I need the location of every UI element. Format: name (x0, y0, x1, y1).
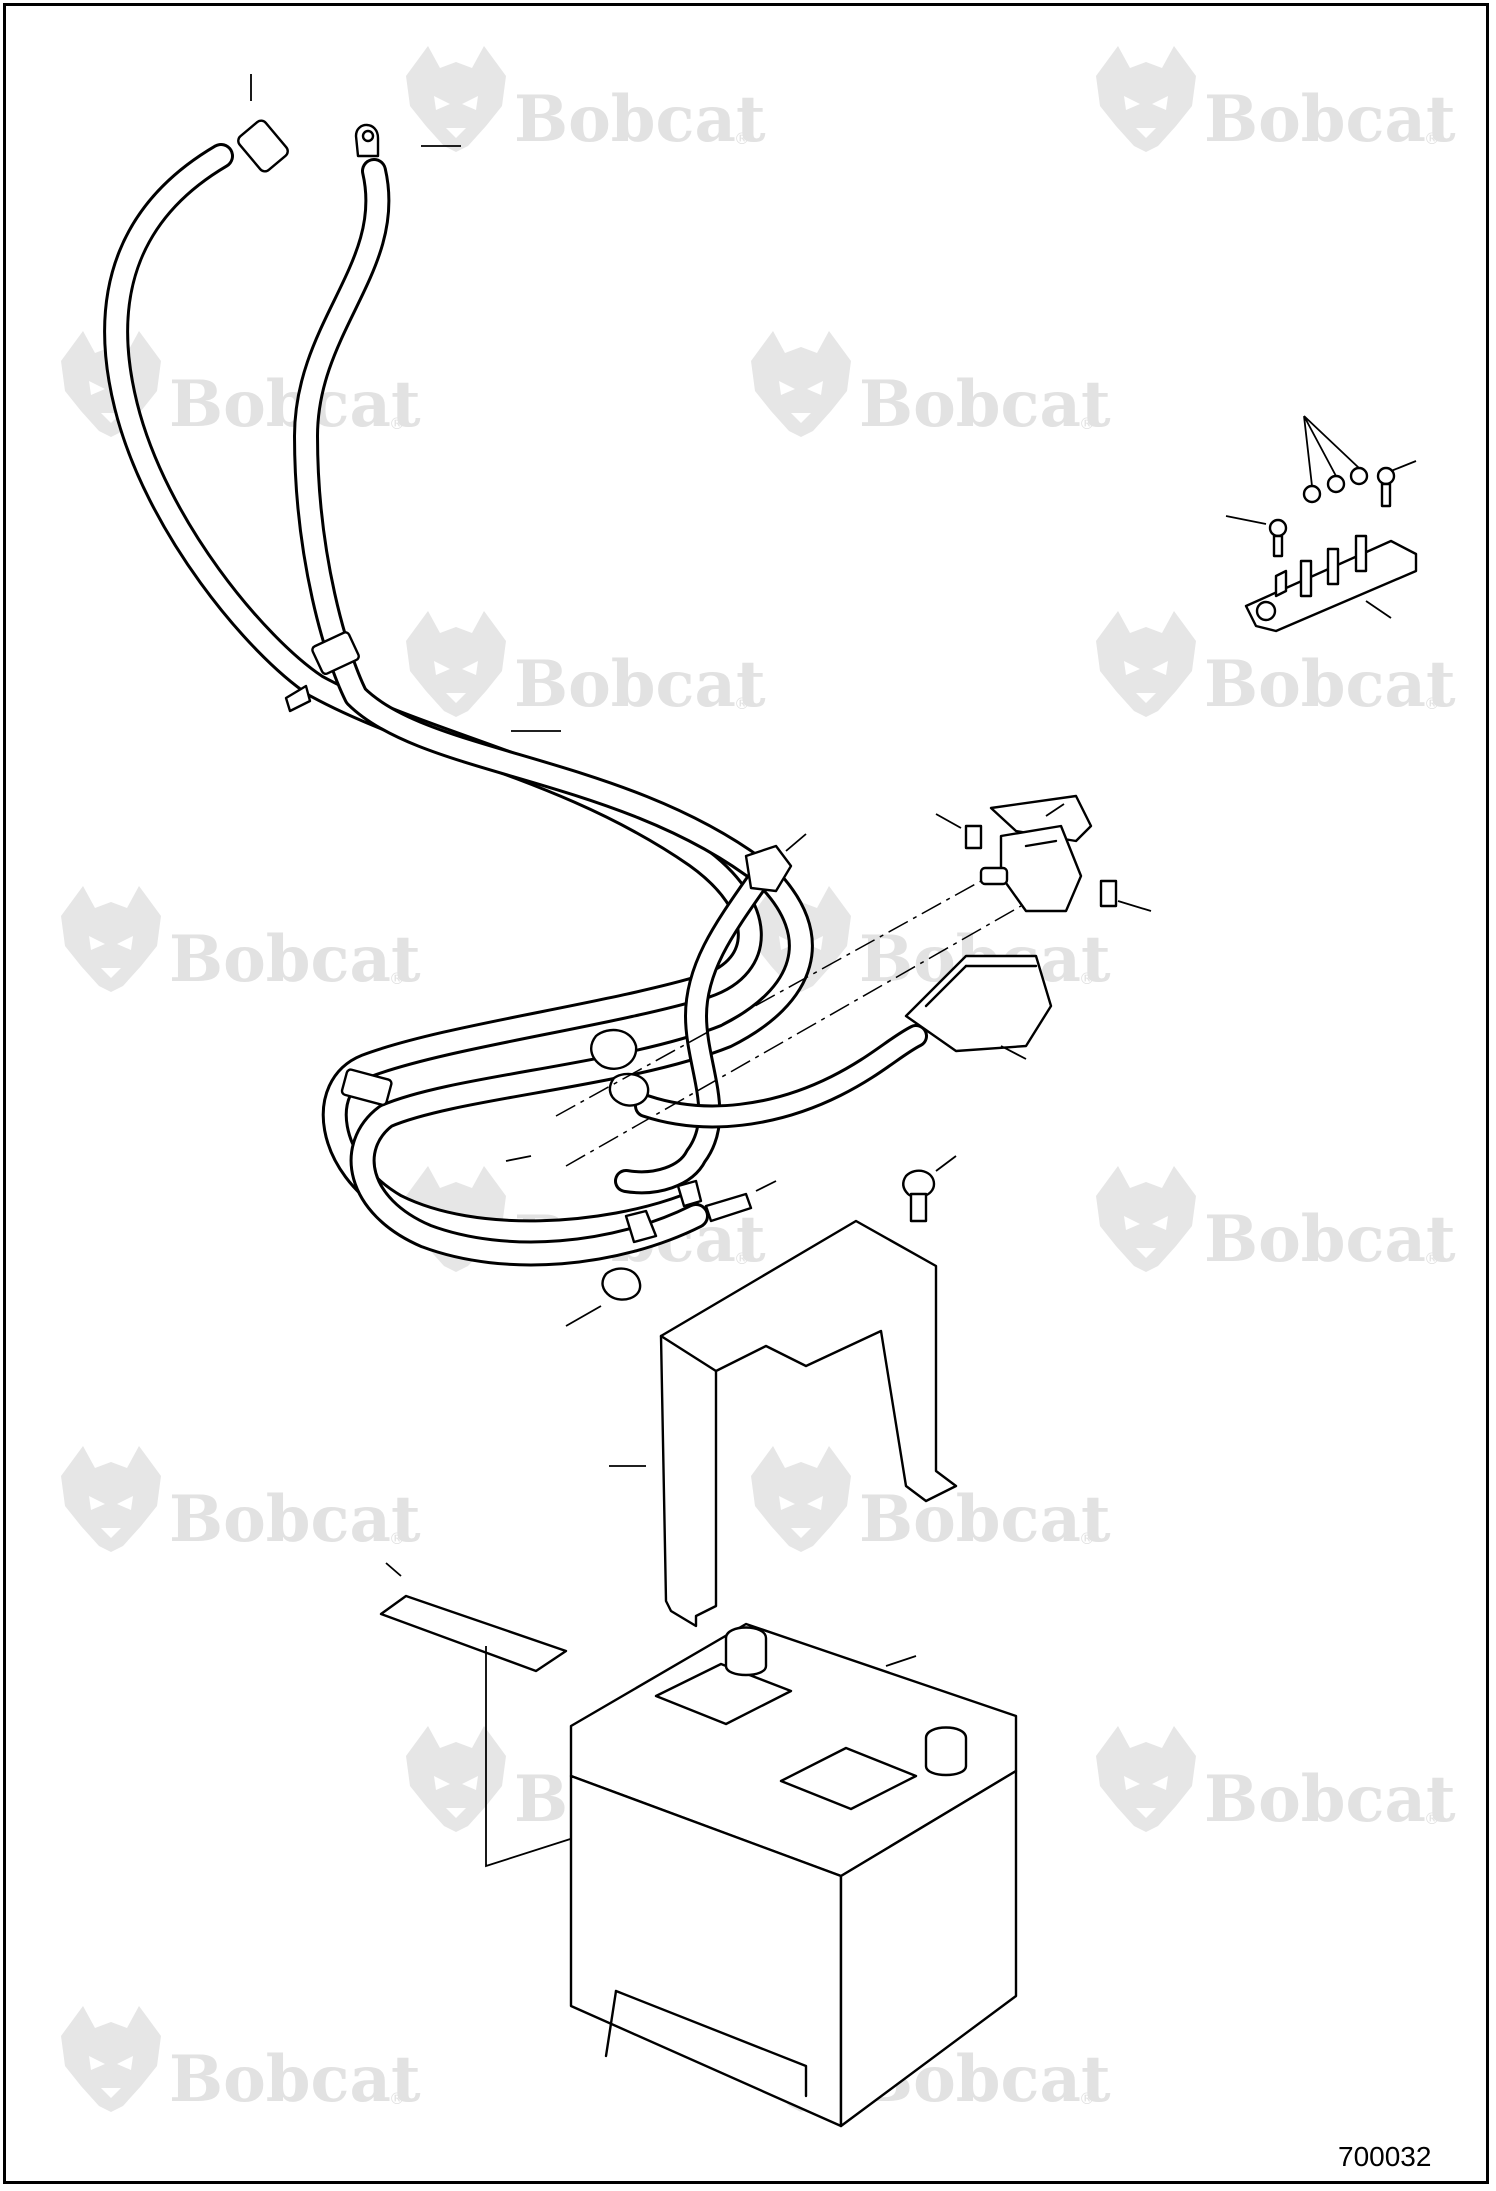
terminal-block (1244, 534, 1418, 633)
watermark-mark: ® (1424, 1809, 1440, 1828)
battery-cable-harness (103, 119, 928, 1267)
watermark-brand: Bobcat (169, 922, 421, 997)
watermark-mark: ® (734, 694, 750, 713)
self-tap-screws (964, 824, 1118, 908)
bobcat-head-logo-icon (406, 611, 506, 717)
watermark-mark: ® (1079, 414, 1095, 433)
watermark-brand: Bobcat (169, 2042, 421, 2117)
relay-bracket (979, 794, 1093, 913)
watermark-tile: Bobcat ® (1096, 611, 1456, 722)
watermark-tile: Bobcat ® (751, 1446, 1111, 1557)
bobcat-head-logo-icon (751, 1446, 851, 1552)
watermark-mark: ® (1424, 1249, 1440, 1268)
assembly-lines (555, 880, 1022, 1167)
bobcat-head-logo-icon (1096, 1166, 1196, 1272)
watermark-tile: Bobcat ® (1096, 46, 1456, 157)
watermark-tile: Bobcat ® (751, 331, 1111, 442)
figure-id: 700032 (1338, 2141, 1431, 2172)
watermark-brand: Bobcat (1204, 1762, 1456, 1837)
small-hardware (601, 1169, 936, 1301)
watermark-mark: ® (1079, 969, 1095, 988)
watermark-mark: ® (389, 2089, 405, 2108)
bobcat-head-logo-icon (406, 46, 506, 152)
watermark-brand: Bobcat (859, 1482, 1111, 1557)
hardware-nuts-bolts (1268, 466, 1396, 558)
diagram-frame: Bobcat ® Bobcat ® Bobcat ® Bobcat ® Bobc… (3, 3, 1489, 2184)
leader-lines (250, 74, 1417, 1667)
watermark-brand: Bobcat (1204, 647, 1456, 722)
watermark-mark: ® (389, 414, 405, 433)
watermark-brand: Bobcat (169, 1482, 421, 1557)
bobcat-head-logo-icon (1096, 46, 1196, 152)
watermark-tile: Bobcat ® (1096, 1166, 1456, 1277)
battery-hold-down-bracket (659, 1219, 958, 1628)
watermark-mark: ® (1079, 2089, 1095, 2108)
bobcat-head-logo-icon (61, 886, 161, 992)
watermark-mark: ® (389, 969, 405, 988)
watermark-brand: Bobcat (1204, 1202, 1456, 1277)
bobcat-head-logo-icon (61, 1446, 161, 1552)
watermark-mark: ® (1424, 694, 1440, 713)
watermark-brand: Bobcat (514, 82, 766, 157)
exploded-parts-diagram: Bobcat ® Bobcat ® Bobcat ® Bobcat ® Bobc… (61, 46, 1456, 2172)
bobcat-head-logo-icon (406, 1726, 506, 1832)
watermark-tile: Bobcat ® (406, 46, 766, 157)
watermark-mark: ® (734, 129, 750, 148)
watermark-tile: Bobcat ® (61, 886, 421, 997)
watermark-mark: ® (1424, 129, 1440, 148)
bobcat-head-logo-icon (751, 331, 851, 437)
bobcat-head-logo-icon (1096, 1726, 1196, 1832)
battery (569, 1622, 1018, 2128)
bobcat-head-logo-icon (1096, 611, 1196, 717)
watermark-tile: Bobcat ® (61, 2006, 421, 2117)
bobcat-head-logo-icon (61, 2006, 161, 2112)
watermark-mark: ® (1079, 1529, 1095, 1548)
watermark-brand: Bobcat (859, 367, 1111, 442)
watermark-tile: Bobcat ® (406, 611, 766, 722)
watermark-mark: ® (389, 1529, 405, 1548)
watermark-tile: Bobcat ® (61, 1446, 421, 1557)
watermark-mark: ® (734, 1249, 750, 1268)
watermark-tile: Bobcat ® (1096, 1726, 1456, 1837)
battery-connector (904, 954, 1053, 1053)
watermark-brand: Bobcat (1204, 82, 1456, 157)
watermark-brand: Bobcat (514, 647, 766, 722)
